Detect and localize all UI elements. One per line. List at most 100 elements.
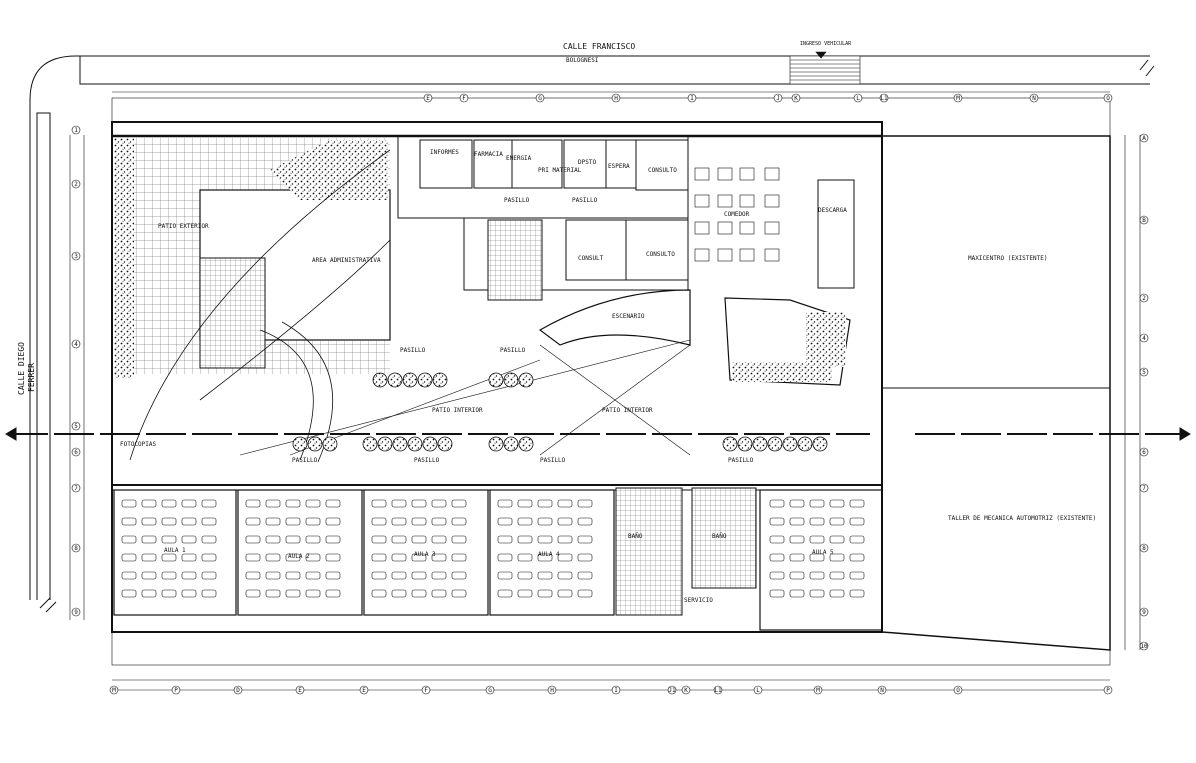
axis-label: H bbox=[614, 95, 618, 102]
desk bbox=[829, 553, 845, 562]
desk bbox=[391, 589, 407, 598]
axis-label: 7 bbox=[1142, 485, 1146, 492]
desk bbox=[411, 553, 427, 562]
desk bbox=[245, 499, 261, 508]
label-primeros-materiales: PRI MATERIAL bbox=[538, 167, 582, 174]
desk bbox=[789, 571, 805, 580]
desk bbox=[537, 553, 553, 562]
axis-bubble bbox=[1139, 607, 1149, 617]
axis-label: L1 bbox=[880, 95, 888, 102]
desk bbox=[451, 535, 467, 544]
axis-label: G bbox=[488, 687, 492, 694]
desk bbox=[849, 553, 865, 562]
hedge-left bbox=[114, 138, 134, 378]
desk bbox=[161, 517, 177, 526]
desk bbox=[789, 589, 805, 598]
desk bbox=[265, 499, 281, 508]
desk bbox=[245, 571, 261, 580]
desk bbox=[849, 499, 865, 508]
vehicular-entry-label: INGRESO VEHICULAR bbox=[800, 41, 852, 47]
desk bbox=[411, 589, 427, 598]
axis-bubble bbox=[485, 685, 495, 695]
desk bbox=[411, 571, 427, 580]
desk bbox=[577, 571, 593, 580]
desk bbox=[577, 589, 593, 598]
desk bbox=[245, 517, 261, 526]
desk bbox=[577, 553, 593, 562]
label-pasillo: PASILLO bbox=[504, 197, 530, 204]
desk bbox=[537, 517, 553, 526]
axis-bubble bbox=[547, 685, 557, 695]
desk bbox=[537, 499, 553, 508]
desk bbox=[557, 535, 573, 544]
desk bbox=[121, 553, 137, 562]
health-block bbox=[397, 135, 689, 301]
axis-bubble bbox=[1139, 367, 1149, 377]
desk bbox=[161, 589, 177, 598]
bano-2-tiles bbox=[691, 487, 757, 589]
axis-label: J bbox=[776, 95, 780, 102]
desk bbox=[121, 517, 137, 526]
axis-bubble bbox=[611, 93, 621, 103]
axis-bubble bbox=[687, 93, 697, 103]
desk bbox=[371, 499, 387, 508]
desk bbox=[577, 517, 593, 526]
axis-label: O bbox=[1106, 95, 1110, 102]
desk bbox=[265, 589, 281, 598]
label-pasillo: PASILLO bbox=[540, 457, 566, 464]
desk bbox=[557, 499, 573, 508]
desk bbox=[305, 535, 321, 544]
desk bbox=[849, 571, 865, 580]
axis-label: 9 bbox=[74, 609, 78, 616]
desk bbox=[121, 571, 137, 580]
axis-label: N bbox=[1032, 95, 1036, 102]
desk bbox=[325, 535, 341, 544]
desk bbox=[829, 571, 845, 580]
axis-bubble bbox=[1139, 133, 1149, 143]
desk bbox=[141, 553, 157, 562]
axis-label: F bbox=[424, 687, 428, 694]
desk bbox=[829, 517, 845, 526]
label-servicio: SERVICIO bbox=[684, 597, 713, 604]
desk bbox=[517, 553, 533, 562]
desk bbox=[809, 535, 825, 544]
desk bbox=[769, 535, 785, 544]
desk bbox=[265, 517, 281, 526]
desk bbox=[517, 571, 533, 580]
axis-bubble bbox=[611, 685, 621, 695]
axis-bubble bbox=[359, 685, 369, 695]
axis-label: 6 bbox=[74, 449, 78, 456]
axis-label: 6 bbox=[1142, 449, 1146, 456]
desk bbox=[411, 517, 427, 526]
axis-label: F bbox=[462, 95, 466, 102]
axis-label: N bbox=[880, 687, 884, 694]
comedor-tables bbox=[694, 167, 780, 262]
desk bbox=[121, 535, 137, 544]
axis-label: L1 bbox=[714, 687, 722, 694]
label-aula-2: AULA 2 bbox=[288, 553, 310, 560]
classrooms bbox=[113, 489, 883, 631]
label-espera: ESPERA bbox=[608, 163, 630, 170]
desk bbox=[577, 535, 593, 544]
desk bbox=[265, 553, 281, 562]
desk bbox=[431, 517, 447, 526]
desk bbox=[371, 589, 387, 598]
descarga-truck bbox=[817, 179, 855, 289]
desk bbox=[371, 571, 387, 580]
label-patio-exterior: PATIO EXTERIOR bbox=[158, 223, 209, 230]
desk bbox=[537, 589, 553, 598]
desk bbox=[285, 517, 301, 526]
desk bbox=[451, 553, 467, 562]
desk bbox=[431, 571, 447, 580]
street-top-label-1: CALLE FRANCISCO bbox=[563, 42, 635, 51]
desk bbox=[391, 571, 407, 580]
desk bbox=[451, 517, 467, 526]
axis-bubble bbox=[423, 93, 433, 103]
desk bbox=[789, 535, 805, 544]
vehicular-ramp bbox=[789, 51, 861, 85]
axis-bubble bbox=[71, 607, 81, 617]
axis-label: 4 bbox=[74, 341, 78, 348]
desk bbox=[305, 517, 321, 526]
desk bbox=[265, 535, 281, 544]
desk bbox=[769, 571, 785, 580]
